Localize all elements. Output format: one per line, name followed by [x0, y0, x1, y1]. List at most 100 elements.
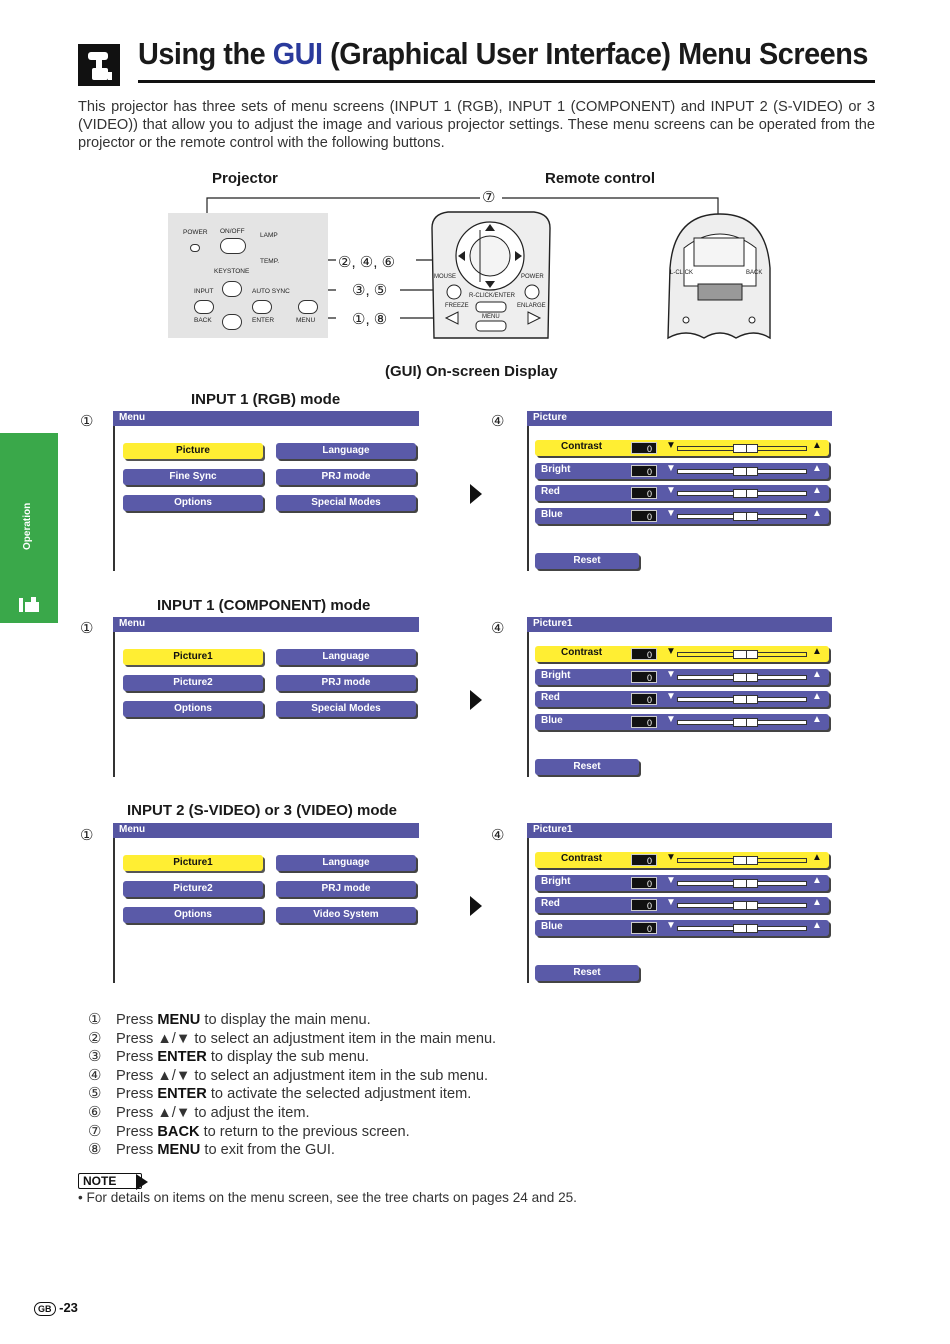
menu-item[interactable]: Picture2 — [123, 675, 263, 691]
adjust-slider[interactable] — [677, 466, 807, 476]
proj-up-button[interactable] — [222, 281, 242, 297]
proj-onoff-button[interactable] — [220, 238, 246, 254]
menu-item[interactable]: Language — [276, 443, 416, 459]
adjust-slider[interactable] — [677, 923, 807, 933]
increase-arrow-icon[interactable]: ▲ — [812, 919, 822, 931]
proj-menu-button[interactable] — [298, 300, 318, 314]
menu-item[interactable]: Special Modes — [276, 495, 416, 511]
reset-button[interactable]: Reset — [535, 965, 639, 981]
remote-lclick-label: L-CLICK — [670, 270, 694, 276]
increase-arrow-icon[interactable]: ▲ — [812, 507, 822, 519]
adjust-slider[interactable] — [677, 878, 807, 888]
menu-item[interactable]: Language — [276, 649, 416, 665]
increase-arrow-icon[interactable]: ▲ — [812, 874, 822, 886]
adjust-value: 0 — [631, 921, 657, 934]
increase-arrow-icon[interactable]: ▲ — [812, 646, 822, 657]
menu-item[interactable]: Options — [123, 495, 263, 511]
decrease-arrow-icon[interactable]: ▼ — [666, 485, 676, 496]
menu-item[interactable]: PRJ mode — [276, 881, 416, 897]
step-number: ③ — [88, 1048, 102, 1066]
adjust-row[interactable]: Blue 0 ▼ ▲ — [535, 919, 829, 936]
adjust-slider[interactable] — [677, 650, 807, 659]
step-key: BACK — [157, 1123, 200, 1140]
side-tab — [0, 433, 58, 623]
menu-item[interactable]: Language — [276, 855, 416, 871]
decrease-arrow-icon[interactable]: ▼ — [666, 646, 676, 657]
increase-arrow-icon[interactable]: ▲ — [812, 485, 822, 496]
decrease-arrow-icon[interactable]: ▼ — [666, 919, 676, 931]
step-text: Press ▲/▼ to adjust the item. — [116, 1104, 310, 1121]
menu-item[interactable]: PRJ mode — [276, 675, 416, 691]
arrow-right-icon — [470, 896, 482, 916]
decrease-arrow-icon[interactable]: ▼ — [666, 852, 676, 863]
decrease-arrow-icon[interactable]: ▼ — [666, 668, 676, 680]
increase-arrow-icon[interactable]: ▲ — [812, 440, 822, 451]
step-number: ① — [88, 1011, 102, 1028]
decrease-arrow-icon[interactable]: ▼ — [666, 691, 676, 702]
adjust-value: 0 — [631, 899, 657, 911]
section-icon — [78, 44, 120, 86]
mode-title-component: INPUT 1 (COMPONENT) mode — [157, 597, 371, 614]
adjust-item-label: Contrast — [561, 853, 603, 864]
menu-item[interactable]: Fine Sync — [123, 469, 263, 485]
adjust-slider[interactable] — [677, 489, 807, 498]
step-number: ⑦ — [88, 1122, 102, 1140]
increase-arrow-icon[interactable]: ▲ — [812, 462, 822, 474]
adjust-slider[interactable] — [677, 856, 807, 865]
adjust-value: 0 — [631, 715, 657, 728]
menu-item[interactable]: Video System — [276, 907, 416, 923]
adjust-slider[interactable] — [677, 444, 807, 453]
increase-arrow-icon[interactable]: ▲ — [812, 668, 822, 680]
increase-arrow-icon[interactable]: ▲ — [812, 691, 822, 702]
adjust-value: 0 — [631, 487, 657, 499]
remote-menu-label: MENU — [482, 314, 500, 320]
menu-item[interactable]: Picture — [123, 443, 263, 459]
menu-item[interactable]: Picture2 — [123, 881, 263, 897]
step-number: ⑧ — [88, 1141, 102, 1159]
adjust-slider[interactable] — [677, 717, 807, 727]
decrease-arrow-icon[interactable]: ▼ — [666, 462, 676, 474]
decrease-arrow-icon[interactable]: ▼ — [666, 440, 676, 451]
operation-icon — [16, 594, 44, 616]
adjust-slider[interactable] — [677, 511, 807, 521]
decrease-arrow-icon[interactable]: ▼ — [666, 713, 676, 725]
menu-item[interactable]: PRJ mode — [276, 469, 416, 485]
proj-enter-button[interactable] — [252, 300, 272, 314]
reset-button[interactable]: Reset — [535, 553, 639, 569]
increase-arrow-icon[interactable]: ▲ — [812, 897, 822, 908]
proj-power-button[interactable] — [190, 244, 200, 252]
increase-arrow-icon[interactable]: ▲ — [812, 713, 822, 725]
menu-item[interactable]: Options — [123, 701, 263, 717]
proj-input-button[interactable] — [194, 300, 214, 314]
menu-item[interactable]: Picture1 — [123, 649, 263, 665]
menu-item[interactable]: Picture1 — [123, 855, 263, 871]
page-title: Using the GUI (Graphical User Interface)… — [138, 36, 868, 71]
decrease-arrow-icon[interactable]: ▼ — [666, 874, 676, 886]
adjust-slider[interactable] — [677, 695, 807, 704]
adjust-item-label: Blue — [541, 920, 563, 932]
menu-item[interactable]: Options — [123, 907, 263, 923]
reset-button[interactable]: Reset — [535, 759, 639, 775]
decrease-arrow-icon[interactable]: ▼ — [666, 507, 676, 519]
adjust-item-label: Contrast — [561, 441, 603, 452]
increase-arrow-icon[interactable]: ▲ — [812, 852, 822, 863]
proj-down-button[interactable] — [222, 314, 242, 330]
decrease-arrow-icon[interactable]: ▼ — [666, 897, 676, 908]
adjust-slider[interactable] — [677, 672, 807, 682]
adjust-slider[interactable] — [677, 901, 807, 910]
adjust-value: 0 — [631, 509, 657, 522]
menu-item[interactable]: Special Modes — [276, 701, 416, 717]
